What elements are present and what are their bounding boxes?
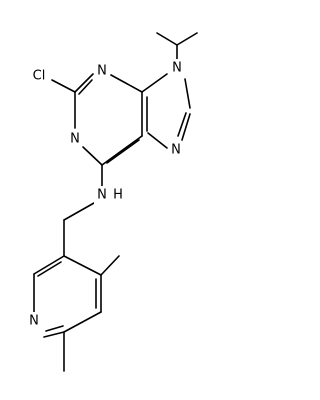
chlorine-label-background (27, 67, 51, 85)
bond-c3-c2-double (37, 261, 62, 277)
bonds (33, 32, 198, 372)
n7-label: N (171, 143, 181, 158)
bond-n7-c5 (147, 132, 168, 149)
bond-isopropyl-ch-methyl-left (156, 32, 178, 46)
bond-n9-c4 (141, 73, 168, 93)
bond-c4-n3 (110, 74, 143, 93)
n3-label-background (95, 62, 109, 80)
bond-c8-n7-double (177, 112, 187, 137)
bond-n3-c2 (74, 73, 94, 93)
bond-c4-methyl (100, 255, 120, 276)
bond-c3-c2 (33, 255, 65, 275)
amine-hydrogen-label: H (113, 188, 123, 203)
pyridine-nitrogen-label-background (26, 312, 42, 330)
bond-n9-c8 (184, 78, 191, 109)
bond-n1-c6 (82, 146, 103, 166)
pyridine-nitrogen-label: N (29, 314, 39, 329)
amine-label-background (94, 186, 110, 204)
atom-labels: Cl N N N N N H N (26, 59, 185, 330)
n1-label-background (68, 130, 82, 148)
bond-c6-c5-double (106, 139, 140, 164)
bond-isopropyl-ch-methyl-right (176, 32, 198, 46)
n7-label-background (168, 141, 184, 159)
n9-label-background (169, 59, 185, 77)
bond-n1-c6 (43, 331, 65, 338)
n1-label: N (70, 132, 80, 147)
bond-c2-cl (51, 79, 76, 93)
bond-n3-c2-double (78, 79, 93, 95)
amine-nitrogen-label: N (97, 188, 107, 203)
bond-c8-n7 (181, 113, 191, 141)
bond-c6-c5 (101, 135, 143, 166)
bond-c6-c5 (63, 311, 102, 333)
n3-label: N (97, 64, 107, 79)
bond-nh-ch2 (63, 202, 95, 221)
bond-n1-c6-double (45, 325, 64, 332)
bond-c3-c4 (63, 255, 102, 276)
chlorine-label: Cl (33, 69, 46, 84)
structure-canvas: Cl N N N N N H N (26, 32, 198, 372)
n9-label: N (172, 61, 182, 76)
